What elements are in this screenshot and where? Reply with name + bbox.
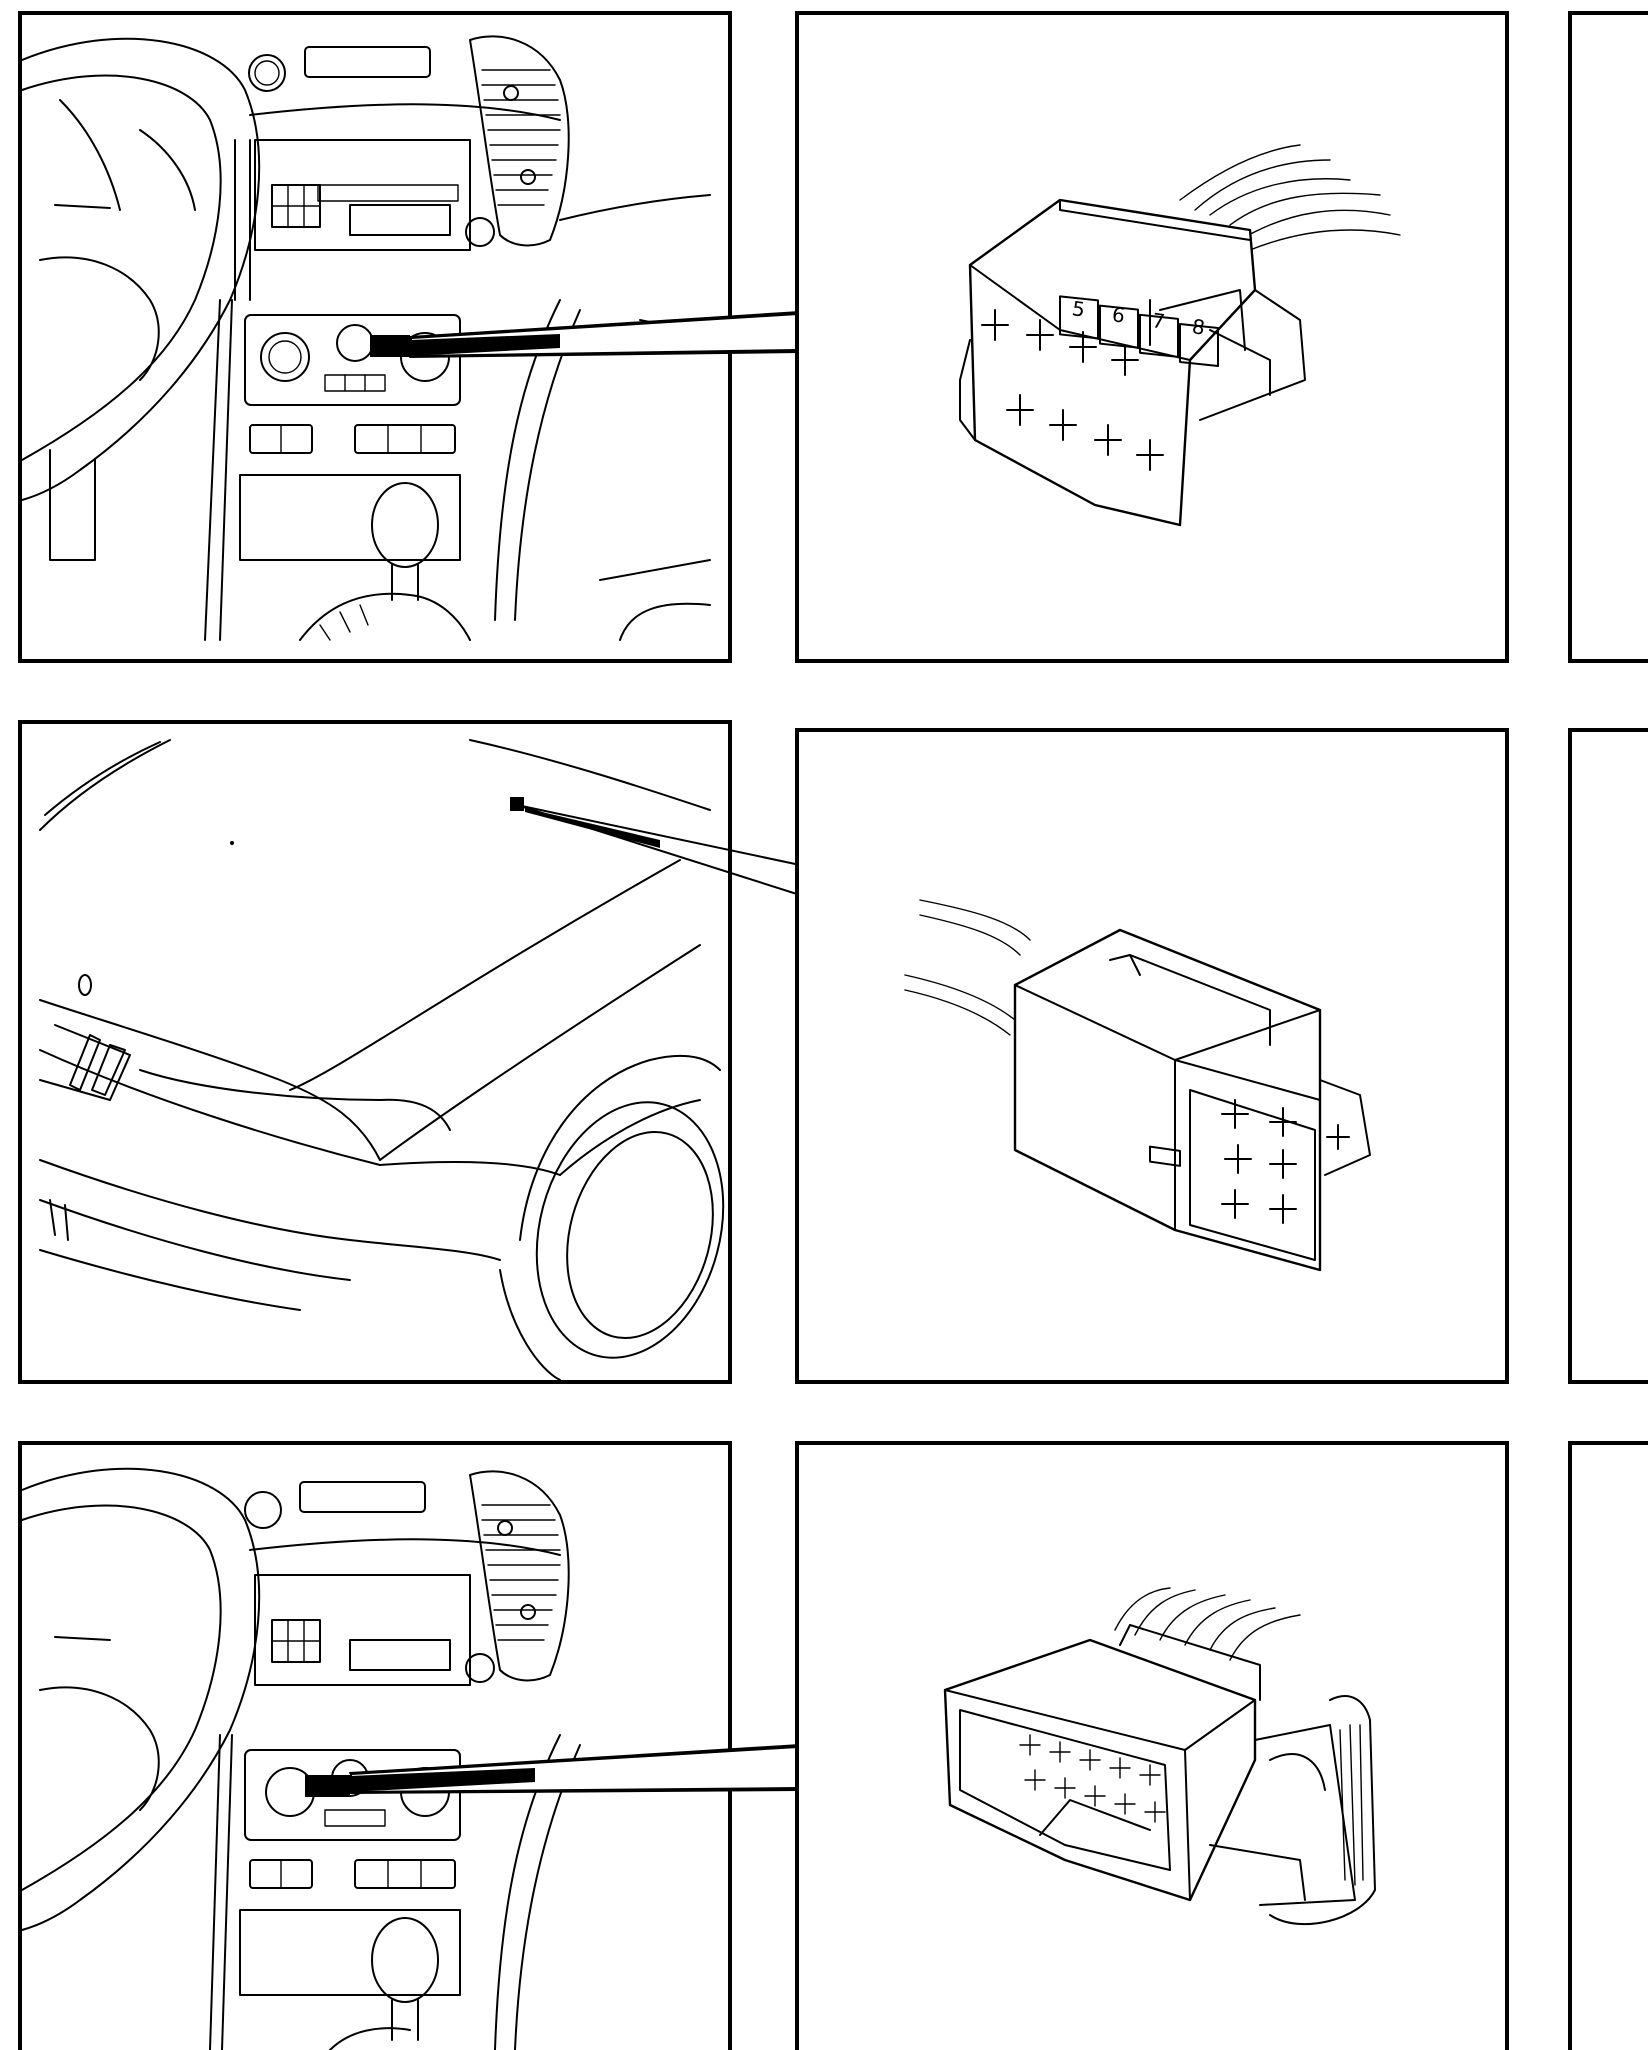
cassette-slot xyxy=(349,1639,451,1671)
display-window xyxy=(299,1481,426,1513)
front-wheel xyxy=(535,1101,725,1359)
air-vent-grille xyxy=(469,35,570,247)
gauge-icon xyxy=(248,54,286,92)
10-pin-connector-with-latch xyxy=(943,1638,1257,1902)
pin-face xyxy=(959,1709,1171,1871)
connector-view-middle xyxy=(795,728,1509,1384)
cavity-label-5: 5 xyxy=(1071,296,1087,322)
gear-boot xyxy=(299,592,471,641)
steering-wheel-rim xyxy=(21,37,261,501)
steering-wheel-rim xyxy=(21,1467,261,1931)
connector-view-bottom xyxy=(795,1441,1509,2050)
next-panel-frame xyxy=(1568,1441,1648,2050)
dashboard-view-bottom xyxy=(18,1441,732,2050)
radio-unit xyxy=(254,139,471,251)
knob-icon xyxy=(465,217,495,247)
row-2 xyxy=(18,720,1648,1384)
climate-control-panel xyxy=(244,314,461,406)
row-1: 5 6 7 8 xyxy=(18,11,1648,663)
cavity-label-7: 7 xyxy=(1151,308,1167,334)
bonnet-view xyxy=(18,720,732,1384)
bonnet-panel-frame xyxy=(18,720,732,1384)
cavity-number-labels: 5 6 7 8 xyxy=(1059,295,1219,368)
connector-view-top: 5 6 7 8 xyxy=(795,11,1509,663)
climate-control-panel xyxy=(244,1749,461,1841)
next-panel-frame xyxy=(1568,11,1648,663)
next-panel-frame xyxy=(1568,728,1648,1384)
air-vent-grille xyxy=(469,1470,570,1682)
highlighted-switch xyxy=(305,1775,350,1797)
gear-knob xyxy=(371,482,439,568)
latch-handle xyxy=(1269,1695,1376,1926)
dashboard-panel-frame xyxy=(18,1441,732,2050)
gear-knob xyxy=(371,1917,439,2003)
bumper xyxy=(39,1159,501,1261)
knob-icon xyxy=(465,1653,495,1683)
gauge-icon xyxy=(244,1491,282,1529)
6-pin-connector xyxy=(1013,928,1322,1272)
display-window xyxy=(304,46,431,78)
radio-unit xyxy=(254,1574,471,1686)
pin-cavities xyxy=(1019,1734,1166,1823)
highlighted-switch xyxy=(370,335,410,357)
pin-cavities xyxy=(1221,1099,1350,1224)
headlight xyxy=(39,1024,131,1101)
cavity-label-8: 8 xyxy=(1191,314,1207,340)
cavity-label-6: 6 xyxy=(1111,302,1127,328)
bonnet-front-edge xyxy=(39,999,381,1161)
cassette-slot xyxy=(349,204,451,236)
pin-cavities xyxy=(981,309,1164,471)
climate-knob-left xyxy=(260,332,310,382)
pin-face xyxy=(1189,1089,1316,1261)
row-3 xyxy=(18,1441,1648,2050)
